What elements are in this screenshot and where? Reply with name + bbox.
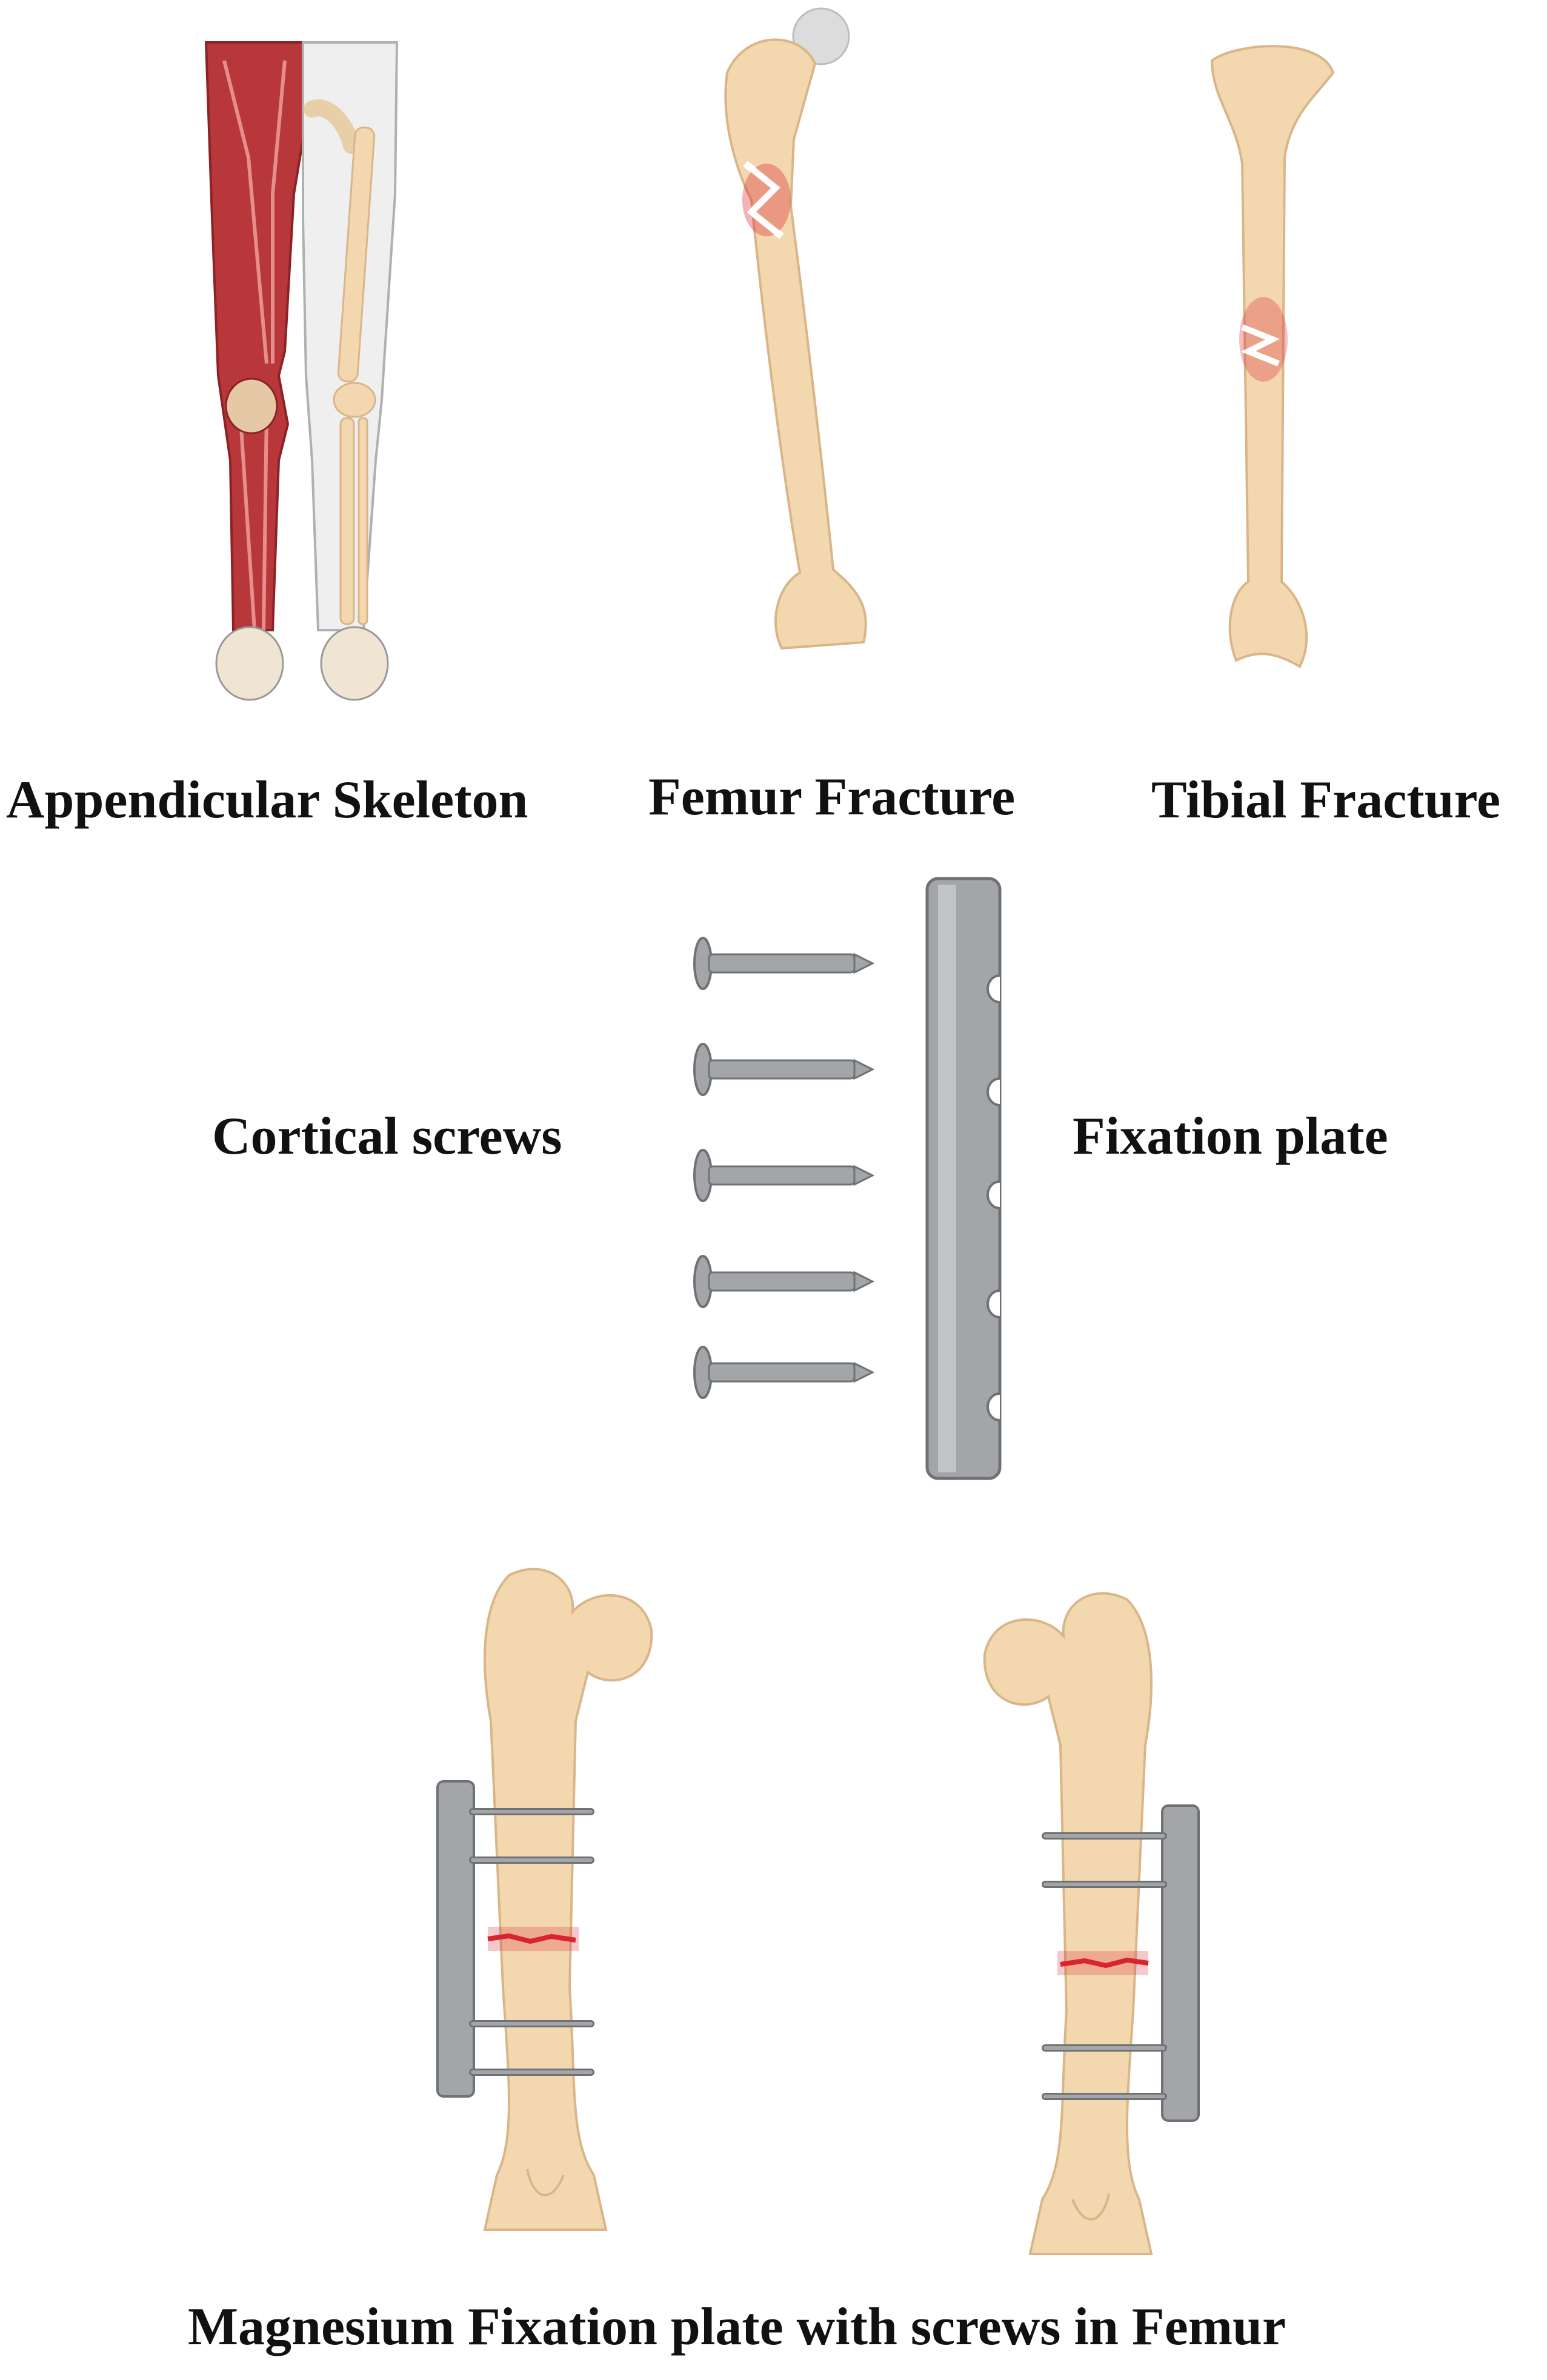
cortical-screws-illustration	[693, 937, 875, 1399]
femur-fracture-label: Femur Fracture	[648, 768, 1016, 826]
tibia-fracture-illustration	[1210, 45, 1335, 668]
tibial-fracture-label: Tibial Fracture	[1151, 771, 1501, 829]
screw-2	[693, 1043, 875, 1096]
screw-1	[693, 937, 875, 990]
plated-femur-right-illustration	[983, 1592, 1200, 2255]
appendicular-skeleton-label: Appendicular Skeleton	[6, 771, 528, 829]
magnesium-plate-label: Magnesium Fixation plate with screws in …	[188, 2298, 1286, 2356]
cortical-screws-label: Cortical screws	[212, 1107, 562, 1166]
screw-5	[693, 1346, 875, 1399]
appendicular-skeleton-illustration	[204, 41, 399, 701]
femur-fracture-illustration	[724, 7, 867, 650]
screw-4	[693, 1255, 875, 1308]
screw-3	[693, 1149, 875, 1202]
fixation-plate-illustration	[925, 877, 1002, 1480]
fixation-plate-label: Fixation plate	[1073, 1107, 1388, 1166]
plated-femur-left-illustration	[436, 1567, 653, 2231]
